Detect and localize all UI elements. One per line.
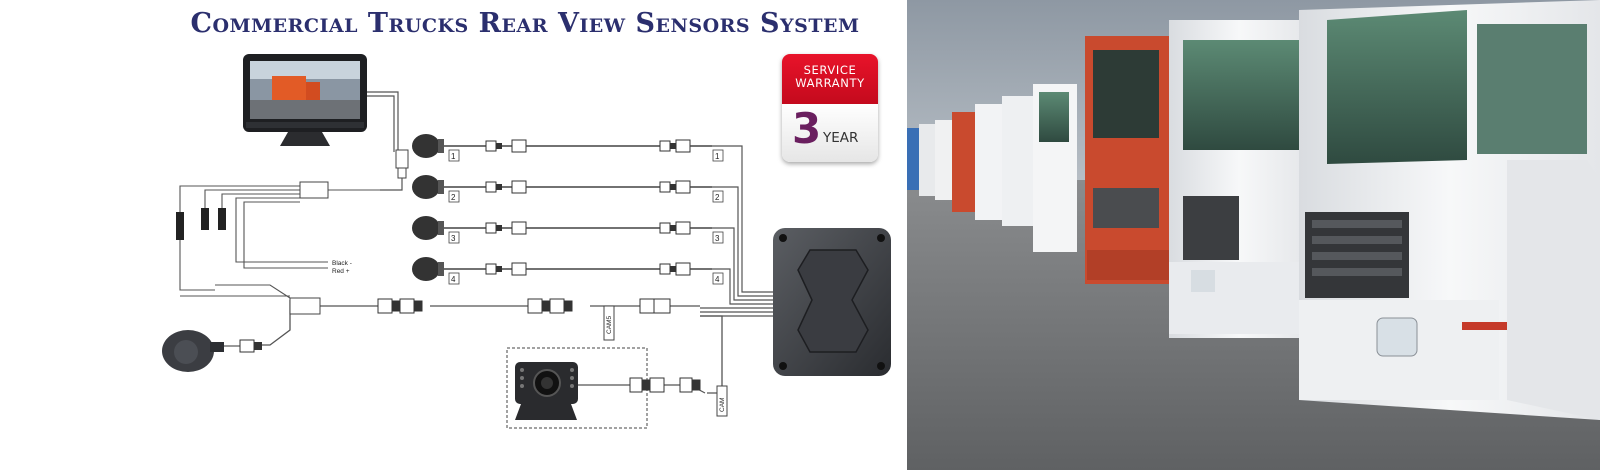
wire-label-cam5: CAM5 xyxy=(606,316,613,334)
monitor-icon xyxy=(243,54,367,146)
white-truck xyxy=(1169,20,1309,338)
wire-label-red: Red + xyxy=(332,268,350,275)
sensor-label-1b: 1 xyxy=(715,152,720,161)
warranty-badge: SERVICE WARRANTY 3 YEAR xyxy=(782,54,878,162)
wire-label-black: Black - xyxy=(332,260,352,267)
sensor-label-4: 4 xyxy=(451,275,456,284)
white-truck-front xyxy=(1299,0,1600,420)
buzzer-speaker-icon xyxy=(162,330,262,372)
sensor-label-3b: 3 xyxy=(715,234,720,243)
truck-fleet-illustration xyxy=(907,0,1600,470)
warranty-badge-body: 3 YEAR xyxy=(782,104,878,162)
sensor-label-2b: 2 xyxy=(715,193,720,202)
sensor-label-3: 3 xyxy=(451,234,456,243)
sensor-rows xyxy=(412,134,724,285)
warranty-number: 3 xyxy=(792,104,822,153)
warranty-badge-header: SERVICE WARRANTY xyxy=(782,54,878,104)
sensor-row xyxy=(412,134,724,162)
wire-label-cam: CAM xyxy=(719,398,726,412)
sensor-label-1: 1 xyxy=(451,152,456,161)
truck-fleet-photo xyxy=(907,0,1600,470)
sensor-row xyxy=(412,216,724,244)
warranty-line1: SERVICE xyxy=(803,63,857,77)
sensor-row xyxy=(412,257,724,285)
wiring-diagram: 1 2 3 4 1 2 3 4 xyxy=(162,54,891,429)
sensor-label-4b: 4 xyxy=(715,275,720,284)
control-box-icon xyxy=(773,228,891,376)
red-truck xyxy=(1085,36,1171,284)
warranty-unit: YEAR xyxy=(823,130,859,146)
warranty-line2: WARRANTY xyxy=(795,76,865,90)
rear-camera-icon xyxy=(515,362,578,420)
banner-title: Commercial Trucks Rear View Sensors Syst… xyxy=(190,8,860,39)
sensor-row xyxy=(412,175,724,203)
product-diagram-panel: 1 2 3 4 1 2 3 4 xyxy=(162,8,891,429)
sensor-label-2: 2 xyxy=(451,193,456,202)
